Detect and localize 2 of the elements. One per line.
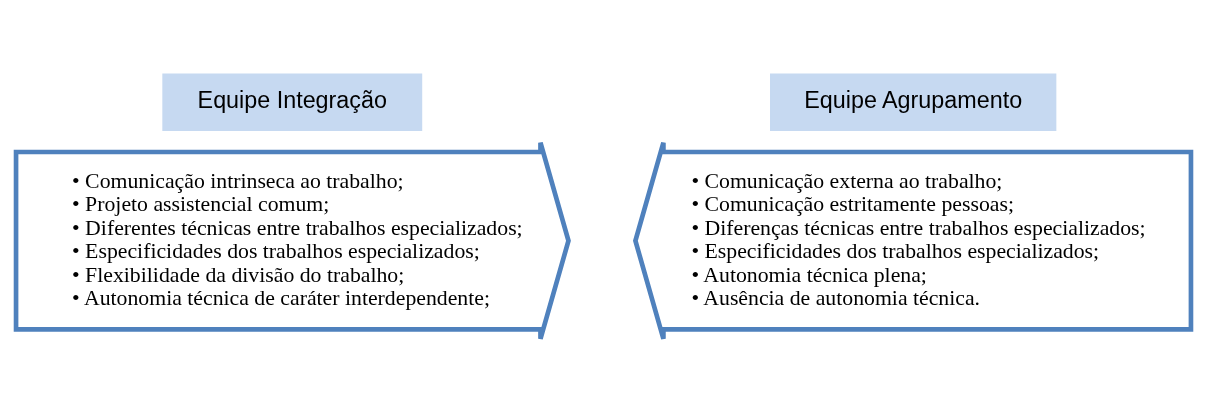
- node-box: Equipe Agrupamento: [770, 72, 1057, 131]
- node-box: Equipe Integração: [162, 72, 423, 131]
